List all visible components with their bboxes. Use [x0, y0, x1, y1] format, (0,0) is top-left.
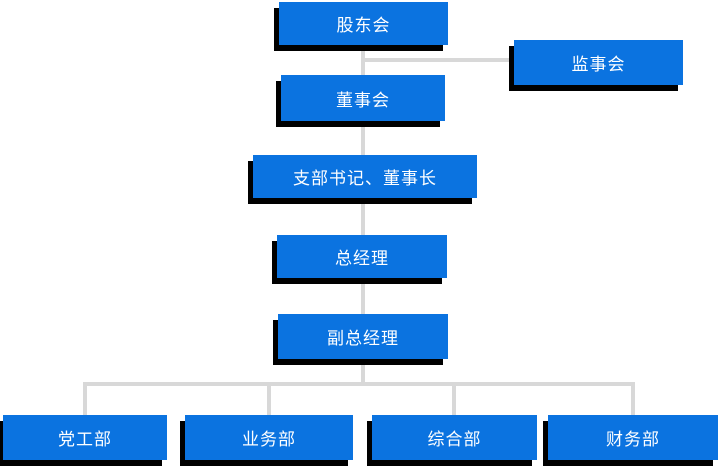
connector-dgm-to-branch	[361, 359, 365, 385]
org-node-label: 综合部	[427, 430, 482, 449]
connector-drop-finance	[631, 382, 635, 417]
org-node-label: 副总经理	[327, 329, 399, 348]
org-node-general-manager: 总经理	[277, 235, 447, 278]
org-node-label: 股东会	[336, 16, 391, 35]
org-node-general-affairs-department: 综合部	[372, 415, 537, 460]
org-node-label: 财务部	[606, 430, 660, 449]
org-node-label: 党工部	[58, 430, 112, 449]
org-node-branch-secretary-chairman: 支部书记、董事长	[253, 155, 477, 198]
org-node-label: 总经理	[335, 249, 389, 268]
org-node-finance-department: 财务部	[548, 415, 718, 460]
connector-directors-to-secretary	[361, 121, 365, 157]
org-node-label: 董事会	[336, 90, 390, 110]
org-node-label: 业务部	[242, 430, 296, 449]
connector-secretary-to-gm	[361, 197, 365, 237]
org-node-label: 支部书记、董事长	[293, 169, 437, 188]
org-node-party-work-department: 党工部	[3, 415, 167, 460]
org-node-deputy-general-manager: 副总经理	[278, 314, 448, 359]
org-node-business-department: 业务部	[185, 415, 353, 460]
connector-drop-business	[267, 382, 271, 417]
org-node-shareholders-meeting: 股东会	[279, 2, 448, 45]
org-node-board-of-directors: 董事会	[281, 75, 445, 121]
connector-drop-general-affairs	[452, 382, 456, 417]
org-node-supervisory-board: 监事会	[514, 40, 683, 85]
connector-to-supervisory-board	[363, 58, 514, 62]
connector-gm-to-dgm	[361, 278, 365, 316]
org-node-label: 监事会	[571, 55, 626, 74]
connector-drop-party-work	[83, 382, 87, 417]
connector-departments-branch	[83, 382, 635, 386]
